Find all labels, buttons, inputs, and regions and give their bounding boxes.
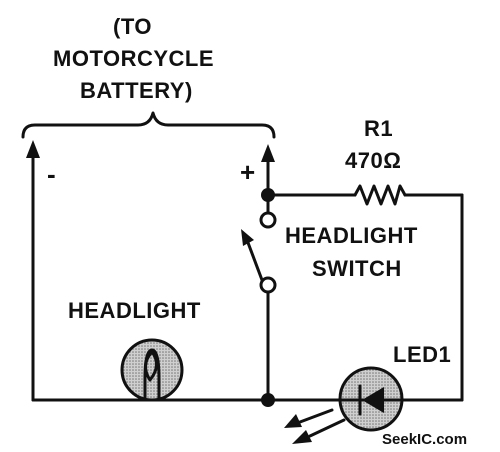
negative-terminal-arrow: [26, 140, 40, 402]
switch-top-contact: [259, 211, 277, 229]
led-label: LED1: [393, 342, 451, 367]
positive-terminal-arrow: [261, 144, 275, 197]
resistor-r1-symbol: [353, 184, 407, 206]
watermark-text: SeekIC.com: [382, 431, 467, 448]
positive-terminal-label: +: [240, 157, 255, 187]
resistor-value-label: 470Ω: [345, 148, 401, 173]
switch-lever: [245, 238, 264, 282]
switch-label-line1: HEADLIGHT: [285, 223, 418, 248]
negative-terminal-label: -: [47, 159, 56, 189]
junction-top: [261, 188, 275, 202]
headlight-label: HEADLIGHT: [68, 298, 201, 323]
battery-brace: [21, 111, 276, 139]
led1-symbol: [338, 366, 404, 432]
headlight-lamp-symbol: [120, 338, 184, 402]
switch-lever-arrow: [241, 229, 254, 246]
switch-label-line2: SWITCH: [312, 256, 402, 281]
junction-bottom: [261, 393, 275, 407]
resistor-ref-label: R1: [364, 116, 393, 141]
battery-label-line1: (TO: [113, 14, 152, 39]
battery-label-line3: BATTERY): [80, 78, 193, 103]
battery-label-line2: MOTORCYCLE: [53, 46, 214, 71]
led-light-arrows: [284, 408, 346, 444]
